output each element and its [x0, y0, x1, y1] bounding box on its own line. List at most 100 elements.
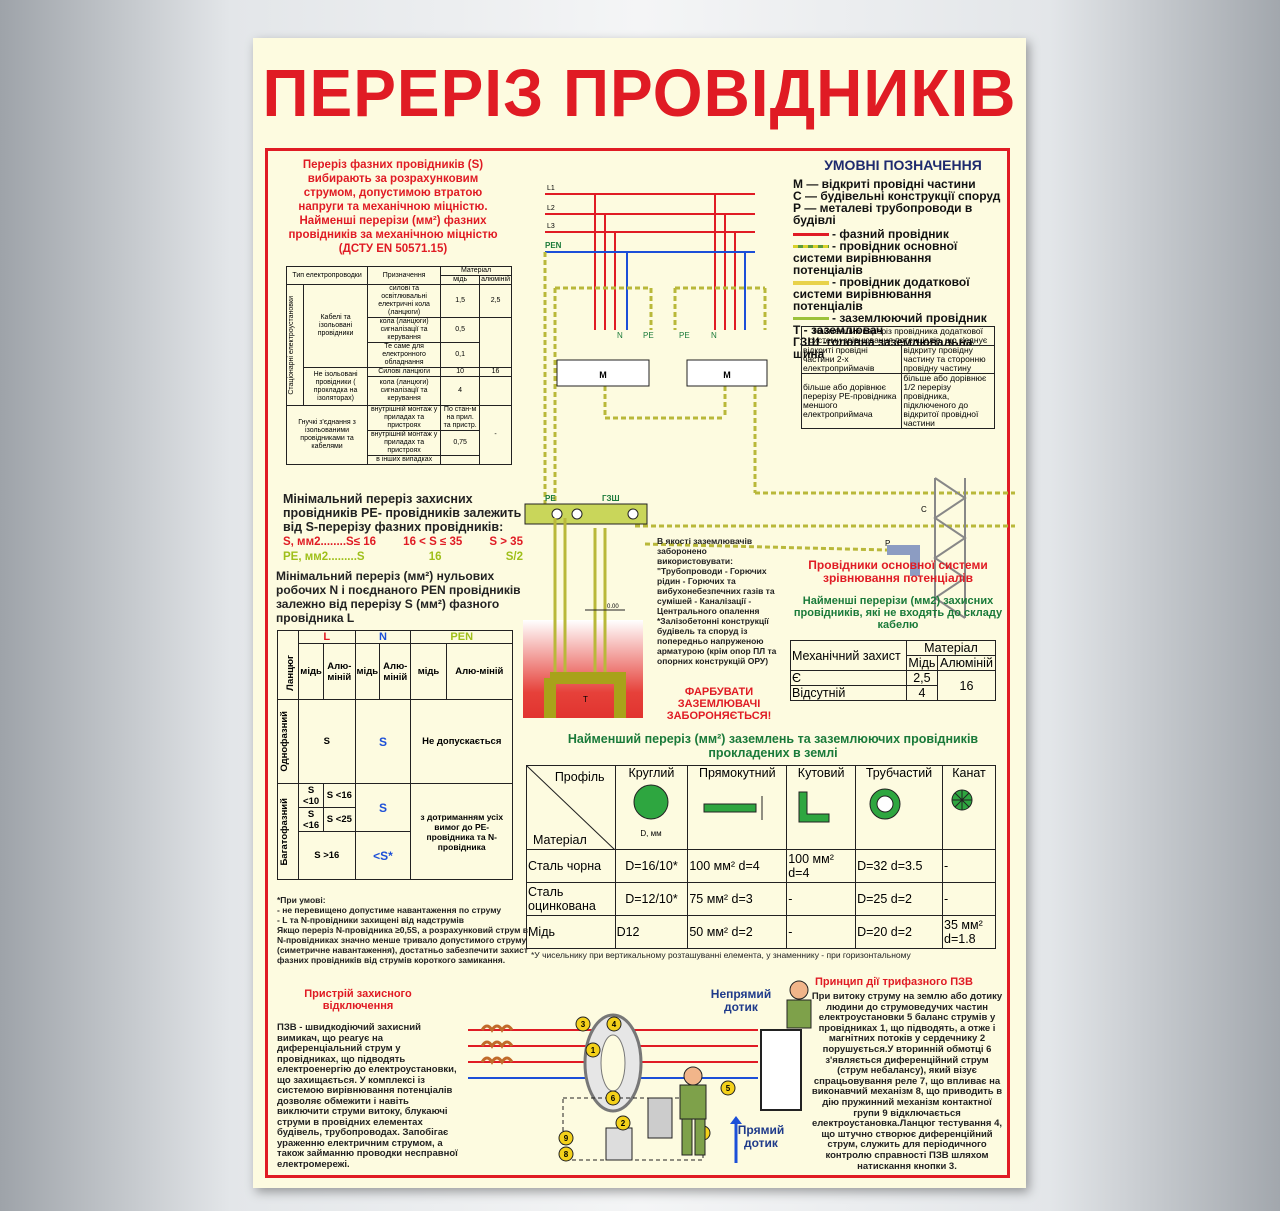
pe-row-2: PE, мм2.........S 16 S/2 — [283, 551, 523, 563]
row-single: Однофазний — [279, 711, 290, 772]
pen-cond: з дотриманням усіх вимог до PE-провідник… — [420, 811, 504, 852]
label-N: N — [617, 331, 623, 340]
col-tube-label: Трубчастий — [865, 766, 933, 780]
cell: в інших випадках — [367, 455, 442, 465]
sub: мідь — [410, 643, 447, 700]
m2: S <16 — [323, 783, 356, 808]
label-P: P — [885, 539, 890, 548]
pen-heading: Мінімальний переріз (мм²) нульових робоч… — [276, 569, 521, 625]
gt: D=20 d=2 — [855, 915, 943, 949]
indirect-touch: Непрямий дотик — [710, 987, 772, 1014]
conditions-note: *При умові: - не перевищено допустиме на… — [277, 895, 529, 965]
forbidden-note: В якості заземлювачів заборонено викорис… — [657, 536, 777, 666]
gt: D=25 d=2 — [855, 882, 943, 916]
cell: 0,5 — [440, 317, 481, 343]
gt-m3: Мідь — [526, 915, 616, 949]
gt: - — [942, 849, 996, 883]
label-C: C — [921, 505, 927, 514]
h-mech: Механічний захист — [790, 640, 907, 671]
round-icon: D, мм — [633, 784, 669, 838]
legend-phase: - фазний провідник — [793, 228, 1003, 240]
n4: 4 — [612, 1020, 617, 1029]
cell: внутрішній монтаж у приладах та пристроя… — [367, 405, 442, 431]
legend-extra-label: - провідник додаткової системи вирівнюва… — [793, 275, 970, 313]
rcd-title: Пристрій захисного відключення — [304, 988, 412, 1012]
multi-N: S — [354, 783, 412, 832]
m5: S >16 — [298, 831, 356, 880]
sub-bare: Не ізольовані провідники ( прокладка на … — [302, 367, 369, 406]
extra-system-table: Найменший переріз провідника додаткової … — [800, 326, 995, 429]
pe-v-1: PE, мм2.........S — [283, 551, 365, 563]
intro-text: Переріз фазних провідників (S) вибирають… — [288, 159, 498, 255]
label-L1: L1 — [547, 185, 555, 192]
n9: 9 — [564, 1134, 569, 1143]
pe-s-2: 16 < S ≤ 35 — [403, 536, 463, 548]
r1v: 2,5 — [905, 670, 938, 686]
n8: 8 — [564, 1150, 569, 1159]
cell — [479, 376, 512, 406]
pe-v-3: S/2 — [505, 551, 523, 563]
cell: Силові ланцюги — [367, 367, 442, 377]
mech-strength-table: Тип електропроводки Призначення Матеріал… — [285, 266, 512, 465]
rope-icon — [951, 789, 973, 811]
ground-table-title: Найменший переріз (мм²) заземлень та заз… — [567, 732, 979, 760]
cell: кола (ланцюги) сигналізації та керування — [367, 317, 442, 343]
n5: 5 — [726, 1084, 731, 1093]
pe-s-3: S > 35 — [489, 536, 523, 548]
sub: Алю-міній — [379, 643, 412, 700]
main-system-table: Механічний захист Матеріал Мідь Алюміній… — [790, 640, 997, 701]
col-PEN: PEN — [410, 630, 513, 644]
col-angle-label: Кутовий — [797, 766, 845, 780]
poster-frame — [265, 148, 1010, 1178]
legend-P: Р — металеві трубопроводи в будівлі — [793, 201, 973, 227]
th-purpose: Призначення — [367, 266, 442, 285]
label-GZSH: ГЗШ — [602, 494, 620, 503]
row-multi: Багатофазний — [279, 797, 290, 866]
grounding-diagram: M M L1 L2 L3 PEN N PE PE N PE ГЗШ C P — [523, 185, 1015, 718]
pe-row-1: S, мм2........S≤ 16 16 < S ≤ 35 S > 35 — [283, 536, 523, 548]
cell: - — [479, 405, 512, 465]
rect-icon — [703, 796, 763, 820]
motor-2 — [686, 359, 768, 387]
label-T: T — [583, 695, 588, 704]
sub: Алю-міній — [445, 643, 514, 700]
label-L2: L2 — [547, 205, 555, 212]
n6: 6 — [611, 1094, 616, 1103]
angle-icon — [798, 791, 830, 823]
col-round-label: Круглий — [628, 766, 675, 780]
col-rope-label: Канат — [952, 766, 986, 780]
cell: 4 — [440, 376, 481, 406]
row-chain: Ланцюг — [285, 655, 296, 691]
col-rect-label: Прямокутний — [698, 766, 776, 780]
th-cu: мідь — [440, 275, 481, 285]
gt: 100 мм² d=4 — [786, 849, 857, 883]
pe-s-1: S, мм2........S≤ 16 — [283, 536, 376, 548]
gt: D=12/10* — [614, 882, 689, 916]
n2: 2 — [621, 1119, 626, 1128]
cell — [440, 455, 481, 465]
cell: По стан-м на прил. та пристр. — [440, 405, 481, 431]
motor-1-label: M — [599, 370, 607, 380]
label-PE-bus: PE — [545, 494, 556, 503]
legend-M: М — відкриті провідні частини — [793, 177, 976, 191]
ground-footnote: *У чисельнику при вертикальному розташув… — [531, 950, 911, 960]
cell: 1,5 — [440, 284, 481, 318]
r2v: 4 — [905, 685, 938, 701]
m4: S <25 — [323, 807, 356, 832]
cell: 0,1 — [440, 342, 481, 368]
cell: внутрішній монтаж у приладах та пристроя… — [367, 430, 442, 456]
pe-v-2: 16 — [428, 551, 442, 563]
poster: ПЕРЕРІЗ ПРОВІДНИКІВ Переріз фазних прові… — [253, 38, 1026, 1188]
legend-extra: - провідник додаткової системи вирівнюва… — [793, 276, 1003, 312]
label-PEN: PEN — [545, 241, 562, 250]
single-PEN: Не допускається — [410, 699, 513, 784]
sub: мідь — [297, 643, 325, 700]
cell: Те саме для електронного обладнання — [367, 342, 442, 368]
gt-m2: Сталь оцинкована — [526, 882, 616, 916]
gt: D=32 d=3.5 — [855, 849, 943, 883]
page-title: ПЕРЕРІЗ ПРОВІДНИКІВ — [262, 55, 1017, 131]
h-mat: Матеріал — [905, 640, 997, 656]
th-al: алюміній — [479, 275, 512, 285]
cell: кола (ланцюги) сигналізації та керування — [367, 376, 442, 406]
worker-direct — [679, 1066, 707, 1156]
